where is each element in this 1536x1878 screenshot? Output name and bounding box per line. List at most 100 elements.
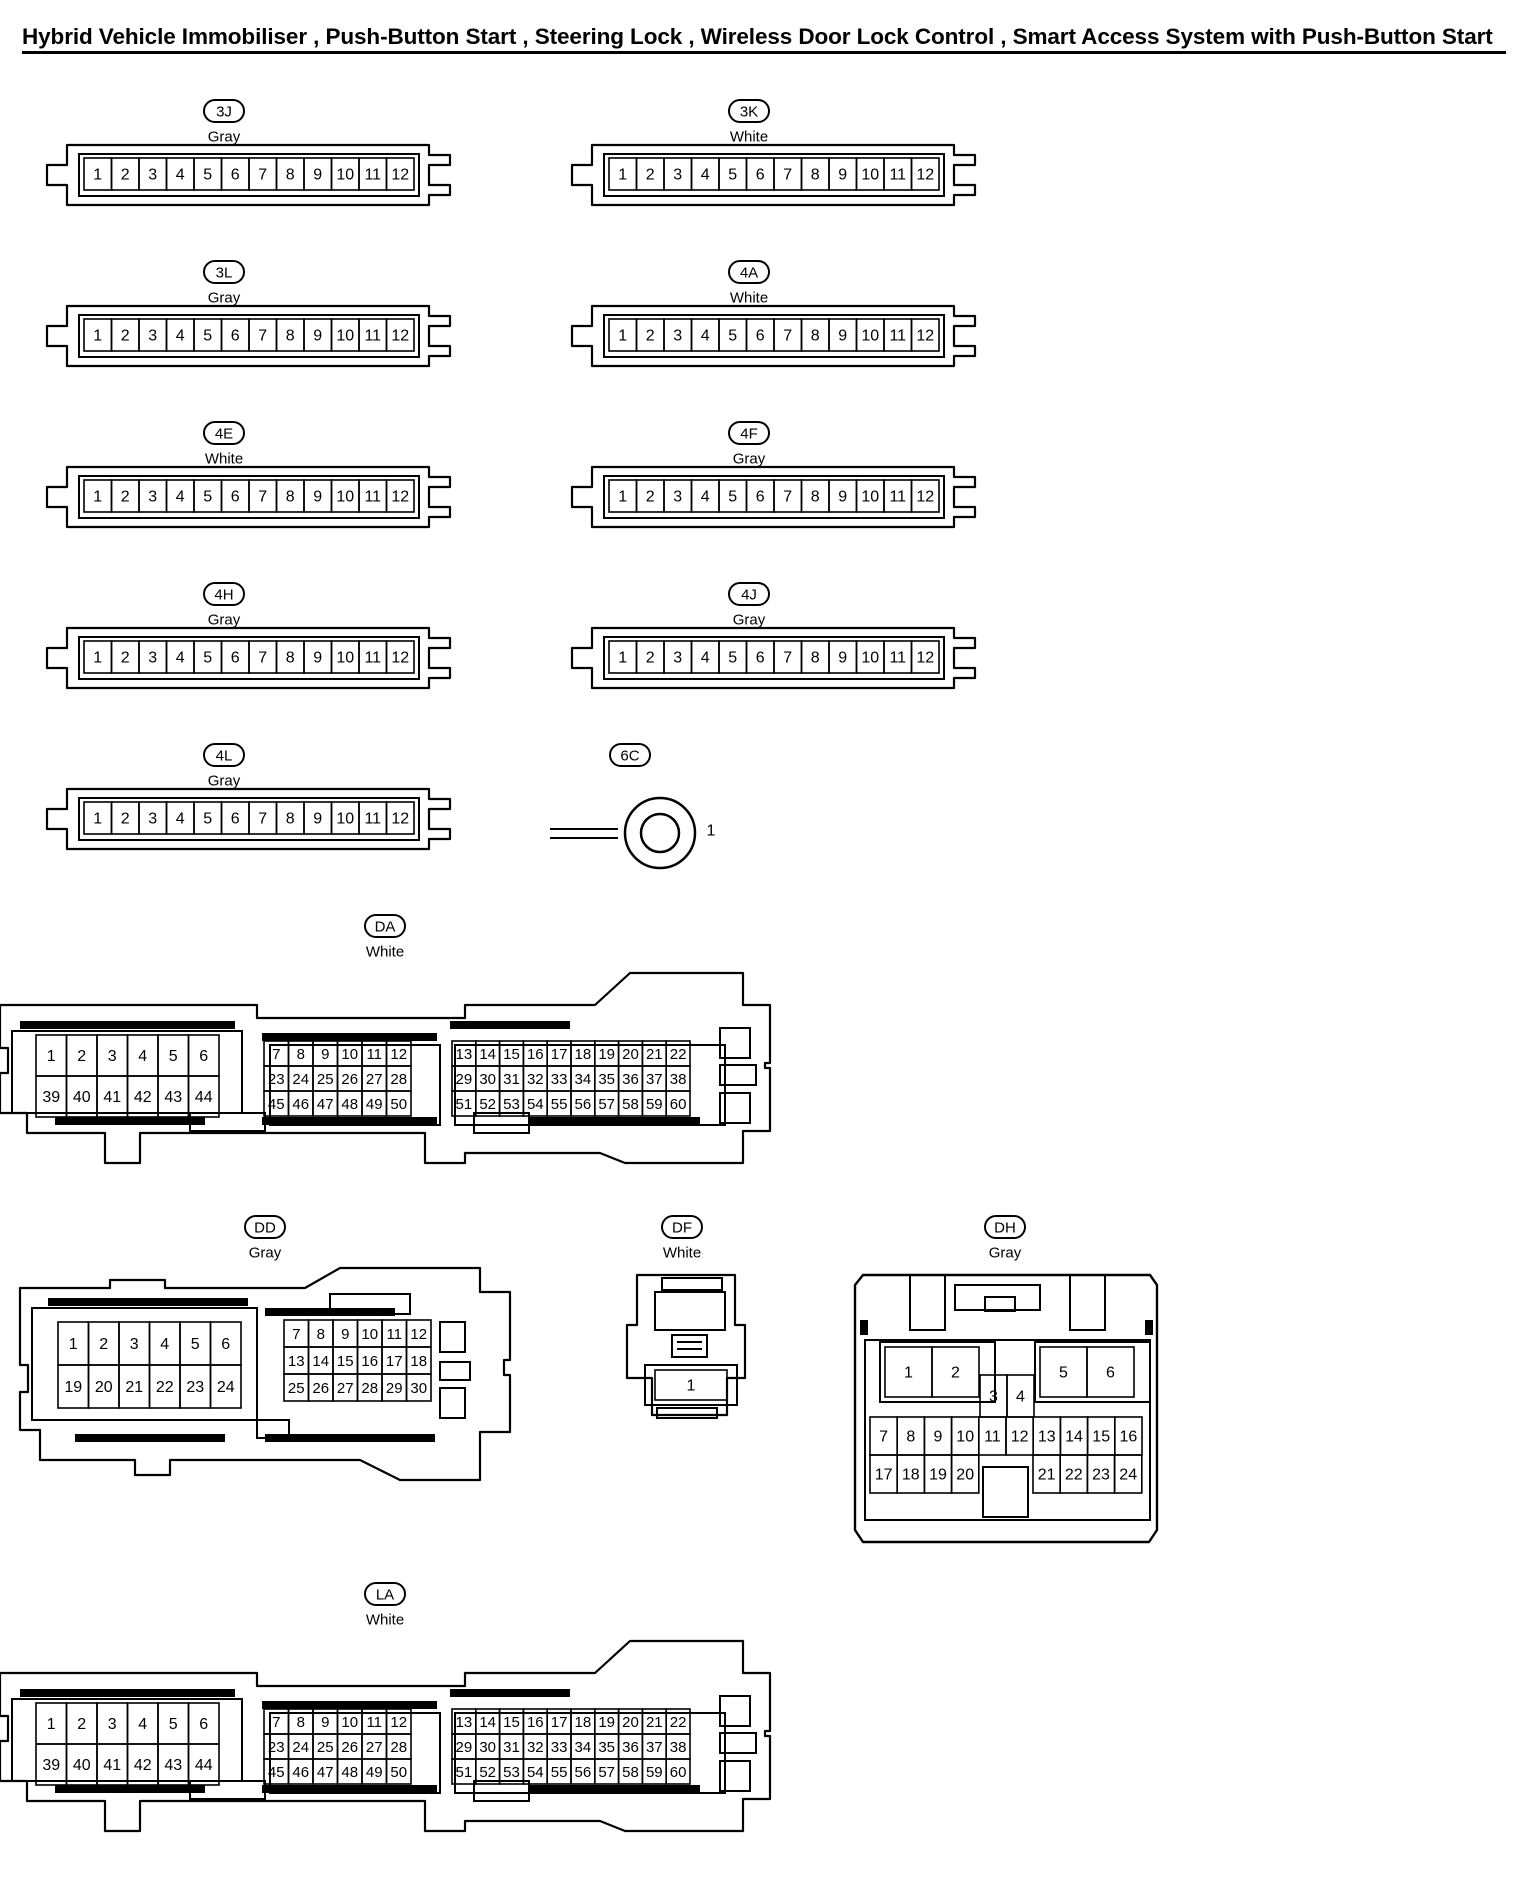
pin-number: 54 — [527, 1764, 544, 1781]
pin-number: 2 — [646, 650, 655, 667]
pin-number: 12 — [916, 328, 934, 345]
pin-number: 5 — [203, 811, 212, 828]
pin-number: 11 — [364, 167, 381, 184]
pin-number: 2 — [646, 489, 655, 506]
pin-number: 4 — [701, 328, 710, 345]
lock-window — [671, 1334, 708, 1358]
pin-number: 12 — [391, 167, 409, 184]
pin-number: 27 — [337, 1380, 354, 1397]
pin-cell — [910, 640, 940, 674]
connector-color: White — [730, 290, 768, 307]
latch-bar — [262, 1117, 437, 1125]
pin-number: 21 — [125, 1379, 143, 1396]
pin-number: 43 — [164, 1089, 182, 1106]
pin-group — [879, 1341, 996, 1403]
pin-number: 23 — [268, 1739, 285, 1756]
pin-number: 10 — [336, 489, 354, 506]
pin-number: 44 — [195, 1089, 213, 1106]
pin-number: 12 — [916, 489, 934, 506]
pin-number: 11 — [889, 650, 906, 667]
pin-number: 25 — [317, 1071, 334, 1088]
latch-bar — [20, 1689, 235, 1697]
connector-code: 6C — [620, 748, 639, 765]
pin-number: 5 — [169, 1716, 178, 1733]
pin-number: 37 — [646, 1071, 663, 1088]
pin-number: 5 — [203, 650, 212, 667]
connector-color: White — [730, 129, 768, 146]
pin-number: 1 — [93, 489, 102, 506]
latch-bar — [262, 1785, 437, 1793]
pin-number: 52 — [479, 1096, 496, 1113]
pin-number: 18 — [575, 1714, 592, 1731]
pin-number: 56 — [575, 1764, 592, 1781]
pin-number: 4 — [701, 489, 710, 506]
connector-housing — [45, 787, 452, 851]
pin-cell — [910, 318, 940, 352]
connector-housing — [570, 304, 977, 368]
pin-number: 3 — [130, 1336, 139, 1353]
pin-number: 21 — [1038, 1467, 1056, 1484]
pin-cell — [1113, 1454, 1143, 1494]
pin-number: 7 — [783, 489, 792, 506]
pin-number: 31 — [503, 1071, 520, 1088]
pin-number: 38 — [670, 1071, 687, 1088]
pin-number: 9 — [313, 489, 322, 506]
connector-housing — [0, 971, 772, 1165]
pin-number: 39 — [42, 1089, 60, 1106]
pin-number: 12 — [916, 650, 934, 667]
pin-number: 3 — [673, 328, 682, 345]
pin-number: 46 — [292, 1764, 309, 1781]
connector-code: 4H — [214, 587, 233, 604]
pin-number: 44 — [195, 1757, 213, 1774]
connector-code: 4L — [216, 748, 233, 765]
latch-bar — [860, 1320, 868, 1335]
pin-number: 22 — [156, 1379, 174, 1396]
pin-number: 14 — [1065, 1429, 1083, 1446]
pin-number: 3 — [148, 328, 157, 345]
pin-number: 10 — [861, 328, 879, 345]
pin-block-frame — [864, 1339, 1151, 1521]
pin-number: 7 — [783, 167, 792, 184]
pin-number: 17 — [551, 1714, 568, 1731]
pin-number: 7 — [783, 328, 792, 345]
connector-code-badge — [728, 421, 770, 445]
connector-housing — [0, 1639, 772, 1833]
side-lock — [439, 1361, 471, 1381]
pin-cell — [931, 1346, 980, 1398]
pin-number: 52 — [479, 1764, 496, 1781]
side-lock — [439, 1387, 466, 1419]
pin-number: 1 — [69, 1336, 78, 1353]
pin-number: 20 — [622, 1714, 639, 1731]
pin-number: 58 — [622, 1096, 639, 1113]
key-slot — [473, 1780, 530, 1802]
pin-number: 1 — [618, 328, 627, 345]
pin-number: 20 — [622, 1046, 639, 1063]
pin-cell — [385, 801, 415, 835]
pin-number: 30 — [479, 1739, 496, 1756]
pin-cell — [385, 640, 415, 674]
connector-code-badge — [364, 1582, 406, 1606]
side-lock — [719, 1732, 757, 1754]
pin-number: 20 — [956, 1467, 974, 1484]
pin-number: 4 — [138, 1048, 147, 1065]
connector-code: LA — [376, 1587, 394, 1604]
pin-number: 30 — [479, 1071, 496, 1088]
pin-number: 9 — [341, 1326, 349, 1343]
pin-number: 17 — [551, 1046, 568, 1063]
pin-number: 11 — [366, 1714, 382, 1731]
pin-number: 33 — [551, 1739, 568, 1756]
pin-number: 7 — [258, 811, 267, 828]
pin-number: 4 — [1016, 1389, 1025, 1406]
pin-number: 28 — [361, 1380, 378, 1397]
pin-number: 40 — [73, 1757, 91, 1774]
pin-number: 9 — [313, 811, 322, 828]
pin-number: 15 — [1092, 1429, 1110, 1446]
pin-number: 41 — [103, 1757, 121, 1774]
connector-code-badge — [203, 582, 245, 606]
latch-bar — [450, 1021, 570, 1029]
connector-code-badge — [661, 1215, 703, 1239]
